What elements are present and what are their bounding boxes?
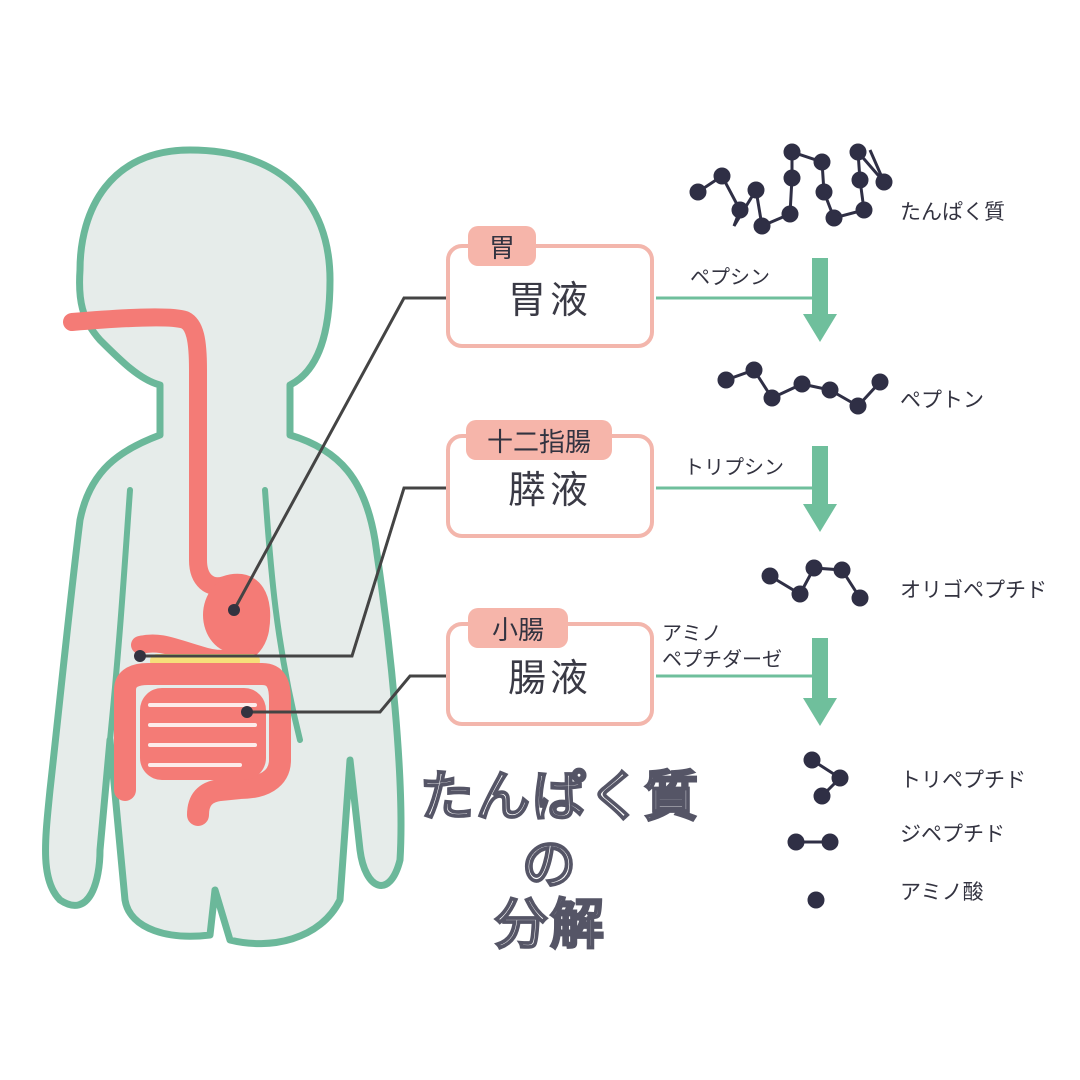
enzyme-label-aminopeptidase-2: ペプチダーゼ bbox=[662, 647, 782, 671]
molecule-label-tripeptide: トリペプチド bbox=[900, 768, 1026, 792]
fluid-label: 腸液 bbox=[507, 655, 592, 700]
title-line-2: の bbox=[521, 832, 578, 897]
enzyme-lines bbox=[656, 296, 820, 678]
organ-tag-stomach: 胃 bbox=[468, 226, 536, 266]
down-arrow-icon bbox=[803, 258, 837, 726]
molecule-label-amino-acid: アミノ酸 bbox=[900, 880, 984, 904]
fluid-label: 膵液 bbox=[507, 467, 592, 512]
molecule-dipeptide bbox=[787, 833, 839, 851]
molecule-label-dipeptide: ジペプチド bbox=[900, 822, 1005, 846]
organ-tag-duodenum: 十二指腸 bbox=[466, 420, 612, 460]
organ-tag-label: 胃 bbox=[488, 233, 515, 264]
enzyme-label-pepsin: ペプシン bbox=[690, 265, 770, 289]
molecule-label-protein: たんぱく質 bbox=[900, 200, 1005, 224]
molecule-label-oligopeptide: オリゴペプチド bbox=[900, 578, 1047, 602]
organ-tag-label: 十二指腸 bbox=[486, 427, 591, 458]
molecule-tripeptide bbox=[803, 751, 849, 805]
enzyme-label-aminopeptidase-1: アミノ bbox=[662, 621, 722, 645]
organ-tag-small-intestine: 小腸 bbox=[468, 608, 568, 648]
leader-lines bbox=[140, 296, 446, 714]
fluid-label: 胃液 bbox=[507, 277, 592, 322]
fluid-box-stomach: 胃液 bbox=[446, 244, 654, 348]
enzyme-label-trypsin: トリプシン bbox=[684, 455, 784, 479]
molecule-label-peptone: ペプトン bbox=[900, 388, 984, 412]
molecule-oligopeptide bbox=[761, 559, 869, 607]
molecule-protein bbox=[689, 143, 893, 235]
title-line-1: たんぱく質 bbox=[419, 764, 700, 829]
molecule-peptone bbox=[717, 361, 889, 415]
organ-tag-label: 小腸 bbox=[491, 615, 544, 646]
title-line-3: 分解 bbox=[493, 892, 606, 957]
human-body-silhouette bbox=[42, 146, 405, 948]
molecule-amino-acid bbox=[807, 891, 825, 909]
